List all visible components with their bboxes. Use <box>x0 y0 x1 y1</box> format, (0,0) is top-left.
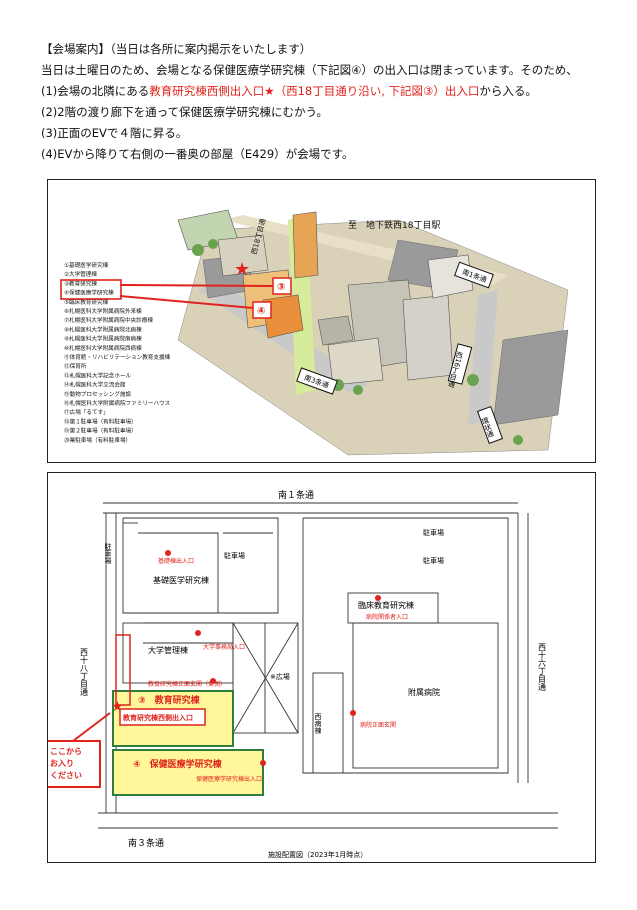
kanri-entrance: 大学事務局入口 <box>203 643 245 651</box>
legend-item: ⑧札幌医科大学附属病院北病棟 <box>64 325 142 333</box>
aerial-map-frame: 至 地下鉄西18丁目駅 西18丁目通 南1条通 西16丁目通 南3条通 環状通 … <box>47 179 596 463</box>
parking-3: 駐車場 <box>423 528 444 537</box>
legend-item: ①基礎医学研究棟 <box>64 261 109 269</box>
legend-item: ⑤臨床教育研究棟 <box>64 298 109 306</box>
callout-line: ここから <box>50 747 82 756</box>
kyoiku-gate: 教育研究棟正面玄関（東側） <box>148 680 226 688</box>
legend-item: ⑮動物プロセッシング施設 <box>64 390 132 398</box>
legend-item: ⑬札幌医科大学記念ホール <box>64 371 132 379</box>
legend-item: ⑰広場「るてす」 <box>64 408 109 416</box>
marker-4-box <box>252 301 272 319</box>
road-top: 南１条通 <box>278 489 314 501</box>
parking-4: 駐車場 <box>423 556 444 565</box>
kanri-name: 大学管理棟 <box>148 645 188 655</box>
seibyo-label: 西病棟 <box>314 713 322 735</box>
legend-item: ⑪体育館・リハビリテーション教育支援棟 <box>64 353 171 361</box>
parking-1: 駐車場 <box>104 542 112 565</box>
rinsho-name: 臨床教育研究棟 <box>358 600 414 610</box>
marker-3: ③ <box>277 282 285 293</box>
aerial-map: 至 地下鉄西18丁目駅 西18丁目通 南1条通 西16丁目通 南3条通 環状通 … <box>60 209 569 456</box>
legend-item: ③教育研究棟 <box>64 279 97 287</box>
arrow-to-4 <box>119 295 254 309</box>
legend-item: ⑭札幌医科大学交流会館 <box>64 381 126 389</box>
hoken-name: ④ 保健医療学研究棟 <box>133 758 223 770</box>
hospital-name: 附属病院 <box>408 687 440 697</box>
marker-4: ④ <box>257 306 265 317</box>
road-sign-3: 南3条通 <box>296 367 338 395</box>
step-4: (4)EVから降りて右側の一番奥の部屋（E429）が会場です。 <box>41 147 354 161</box>
kyoiku-west-box <box>119 708 206 726</box>
kyoiku-name: ③ 教育研究棟 <box>138 694 201 706</box>
aerial-top-label: 至 地下鉄西18丁目駅 <box>348 219 440 231</box>
kyoiku-west-label: 教育研究棟西側出入口 <box>122 713 193 722</box>
kiso-entrance: 基礎棟出入口 <box>158 557 194 565</box>
hoken-building <box>112 749 264 796</box>
legend-item: ④保健医療学研究棟 <box>64 289 114 297</box>
hoken-entrance: 保健医療学研究棟出入口 <box>196 775 262 783</box>
site-plan: ★ 南１条通 南３条通 西十八丁目通 西十六丁目通 駐車場 駐車場 駐車場 駐車… <box>41 489 558 859</box>
step-1-prefix: (1)会場の北隣にある <box>41 84 150 98</box>
legend-item: ②大学管理棟 <box>64 270 97 278</box>
step-1-highlight: 教育研究棟西側出入口★（西18丁目通り沿い, 下記図③）出入口 <box>149 84 480 98</box>
step-3: (3)正面のEVで４階に昇る。 <box>41 126 188 140</box>
west-street-highlight <box>115 634 131 706</box>
road-right: 西十六丁目通 <box>538 643 547 692</box>
intro-line1: 当日は土曜日のため、会場となる保健医療学研究棟（下記図④）の出入口は閉まっていま… <box>41 63 578 77</box>
entrance-star-icon: ★ <box>234 259 250 280</box>
legend-item: ⑯札幌医科大学附属病院ファミリーハウス <box>64 399 171 407</box>
map-caption: 施設配置図（2023年1月時点） <box>268 850 367 859</box>
legend-item: ⑨札幌医科大学附属病院南病棟 <box>64 335 142 343</box>
legend-item: ⑳業駐車場（有料駐車場） <box>64 436 131 444</box>
legend-highlight <box>60 279 122 300</box>
road-sign-1: 南1条通 <box>454 261 494 289</box>
arrow-to-3 <box>119 284 274 287</box>
road-bottom: 南３条通 <box>128 837 164 849</box>
callout-enter-here: ここから お入り ください <box>41 712 111 788</box>
callout-line: ください <box>50 771 82 780</box>
hospital-entrance: 病院正面玄関 <box>360 721 396 729</box>
site-plan-frame: ★ 南１条通 南３条通 西十八丁目通 西十六丁目通 駐車場 駐車場 駐車場 駐車… <box>41 472 596 863</box>
road-left: 西十八丁目通 <box>80 648 89 697</box>
legend-item: ⑱第１駐車場（有料駐車場） <box>64 417 137 425</box>
step-2: (2)2階の渡り廊下を通って保健医療学研究棟にむかう。 <box>41 105 328 119</box>
legend-item: ⑩札幌医科大学附属病院西病棟 <box>64 344 142 352</box>
step-1-suffix: から入る。 <box>479 84 537 98</box>
legend-item: ⑦札幌医科大学附属病院中央診療棟 <box>64 316 153 324</box>
step-1: (1)会場の北隣にある教育研究棟西側出入口★（西18丁目通り沿い, 下記図③）出… <box>41 84 537 98</box>
entrance-star-icon-2: ★ <box>111 699 124 715</box>
legend-item: ⑫保育所 <box>64 362 87 370</box>
kiso-name: 基礎医学研究棟 <box>153 575 209 585</box>
hiroba-label: ※広場 <box>270 672 290 681</box>
legend-item: ⑲第２駐車場（有料駐車場） <box>64 427 137 435</box>
rinsho-entrance: 病院関係者入口 <box>366 613 408 621</box>
callout-line: お入り <box>50 759 74 768</box>
intro-heading: 【会場案内】（当日は各所に案内掲示をいたします） <box>41 42 312 56</box>
legend-item: ⑥札幌医科大学附属病院外来棟 <box>64 307 142 315</box>
parking-2: 駐車場 <box>224 551 245 560</box>
